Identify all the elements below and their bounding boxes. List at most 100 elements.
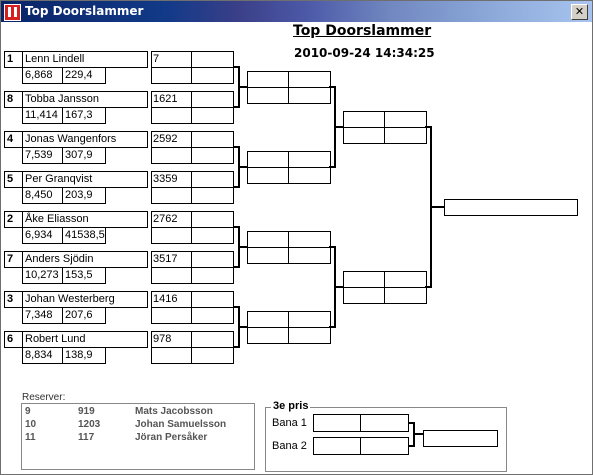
round-result-field[interactable]: [247, 71, 290, 88]
result-field[interactable]: [151, 147, 193, 164]
round-result-field[interactable]: [247, 167, 290, 184]
speed-field[interactable]: 41538,5: [62, 227, 106, 244]
result-field[interactable]: [151, 187, 193, 204]
result-field[interactable]: [191, 91, 234, 108]
seed-number: 2: [4, 211, 23, 228]
time-field[interactable]: 7,539: [22, 147, 65, 164]
driver-name-field[interactable]: Johan Westerberg: [22, 291, 148, 308]
driver-name-field[interactable]: Jonas Wangenfors: [22, 131, 148, 148]
round-result-field[interactable]: [247, 151, 290, 168]
lane-2-name-field[interactable]: [313, 437, 362, 455]
result-field[interactable]: [151, 227, 193, 244]
round-result-field[interactable]: [247, 231, 290, 248]
result-field[interactable]: [191, 251, 234, 268]
driver-name-field[interactable]: Robert Lund: [22, 331, 148, 348]
round-result-field[interactable]: [384, 271, 427, 288]
reserve-name: Jöran Persåker: [135, 432, 208, 443]
car-number-field[interactable]: 3517: [151, 251, 193, 268]
round-result-field[interactable]: [343, 287, 386, 304]
bracket-line: [430, 206, 444, 208]
car-number-field[interactable]: 2592: [151, 131, 193, 148]
car-number-field[interactable]: 978: [151, 331, 193, 348]
reserves-list[interactable]: 9 919 Mats Jacobsson 10 1203 Johan Samue…: [21, 403, 255, 470]
round-result-field[interactable]: [288, 167, 331, 184]
speed-field[interactable]: 167,3: [62, 107, 106, 124]
window-title: Top Doorslammer: [25, 4, 144, 18]
result-field[interactable]: [191, 227, 234, 244]
result-field[interactable]: [151, 107, 193, 124]
result-field[interactable]: [191, 307, 234, 324]
bracket-line: [233, 226, 239, 228]
bracket-line: [413, 433, 423, 435]
speed-field[interactable]: 229,4: [62, 67, 106, 84]
round-result-field[interactable]: [288, 311, 331, 328]
lane-1-result-field[interactable]: [360, 414, 409, 432]
time-field[interactable]: 6,934: [22, 227, 65, 244]
result-field[interactable]: [151, 67, 193, 84]
round-result-field[interactable]: [343, 111, 386, 128]
result-field[interactable]: [191, 187, 234, 204]
time-field[interactable]: 7,348: [22, 307, 65, 324]
speed-field[interactable]: 307,9: [62, 147, 106, 164]
round-result-field[interactable]: [343, 271, 386, 288]
result-field[interactable]: [191, 107, 234, 124]
round-result-field[interactable]: [247, 87, 290, 104]
driver-name-field[interactable]: Lenn Lindell: [22, 51, 148, 68]
time-field[interactable]: 6,868: [22, 67, 65, 84]
driver-name-field[interactable]: Per Granqvist: [22, 171, 148, 188]
round-result-field[interactable]: [247, 311, 290, 328]
car-number-field[interactable]: 2762: [151, 211, 193, 228]
result-field[interactable]: [191, 171, 234, 188]
round-result-field[interactable]: [288, 247, 331, 264]
time-field[interactable]: 8,834: [22, 347, 65, 364]
third-place-winner-field[interactable]: [423, 430, 498, 447]
round-result-field[interactable]: [384, 287, 427, 304]
result-field[interactable]: [151, 347, 193, 364]
speed-field[interactable]: 153,5: [62, 267, 106, 284]
result-field[interactable]: [191, 67, 234, 84]
app-icon: [4, 4, 21, 21]
car-number-field[interactable]: 7: [151, 51, 193, 68]
round-result-field[interactable]: [384, 111, 427, 128]
winner-field[interactable]: [444, 199, 578, 216]
time-field[interactable]: 10,273: [22, 267, 65, 284]
bracket-line: [238, 86, 248, 88]
bracket-line: [408, 422, 414, 424]
round-result-field[interactable]: [343, 127, 386, 144]
result-field[interactable]: [191, 131, 234, 148]
speed-field[interactable]: 207,6: [62, 307, 106, 324]
result-field[interactable]: [191, 347, 234, 364]
round-result-field[interactable]: [288, 71, 331, 88]
round-result-field[interactable]: [288, 327, 331, 344]
round-result-field[interactable]: [288, 151, 331, 168]
time-field[interactable]: 11,414: [22, 107, 65, 124]
driver-name-field[interactable]: Åke Eliasson: [22, 211, 148, 228]
lane-2-result-field[interactable]: [360, 437, 409, 455]
result-field[interactable]: [191, 267, 234, 284]
round-result-field[interactable]: [288, 87, 331, 104]
round-result-field[interactable]: [247, 247, 290, 264]
result-field[interactable]: [151, 307, 193, 324]
time-field[interactable]: 8,450: [22, 187, 65, 204]
round-result-field[interactable]: [247, 327, 290, 344]
car-number-field[interactable]: 3359: [151, 171, 193, 188]
result-field[interactable]: [191, 291, 234, 308]
result-field[interactable]: [191, 51, 234, 68]
speed-field[interactable]: 138,9: [62, 347, 106, 364]
title-bar[interactable]: Top Doorslammer ✕: [1, 1, 592, 22]
bracket-line: [233, 146, 239, 148]
result-field[interactable]: [151, 267, 193, 284]
bracket-line: [334, 286, 343, 288]
close-button[interactable]: ✕: [571, 4, 588, 20]
result-field[interactable]: [191, 147, 234, 164]
car-number-field[interactable]: 1416: [151, 291, 193, 308]
driver-name-field[interactable]: Tobba Jansson: [22, 91, 148, 108]
round-result-field[interactable]: [384, 127, 427, 144]
round-result-field[interactable]: [288, 231, 331, 248]
lane-1-name-field[interactable]: [313, 414, 362, 432]
car-number-field[interactable]: 1621: [151, 91, 193, 108]
result-field[interactable]: [191, 331, 234, 348]
result-field[interactable]: [191, 211, 234, 228]
speed-field[interactable]: 203,9: [62, 187, 106, 204]
driver-name-field[interactable]: Anders Sjödin: [22, 251, 148, 268]
